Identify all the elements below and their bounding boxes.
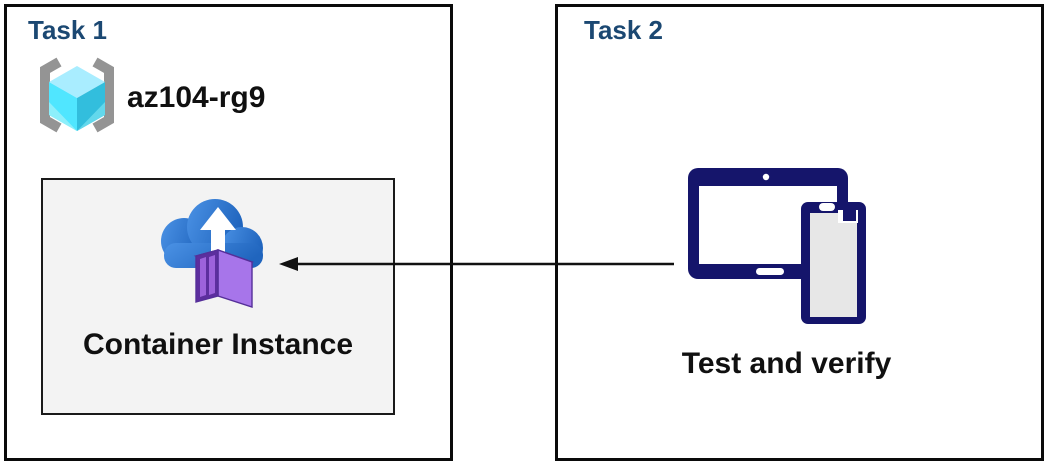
task2-title: Task 2 — [584, 15, 664, 45]
resource-group-icon — [33, 57, 121, 142]
task2-panel: Task 2 Test and verify — [555, 4, 1044, 461]
arrow-left-icon — [265, 248, 685, 280]
task1-panel: Task 1 az104-rg9 — [4, 4, 453, 461]
task1-title: Task 1 — [28, 15, 108, 45]
container-instance-label: Container Instance — [82, 328, 354, 361]
devices-icon — [686, 166, 870, 333]
upload-arrow-icon — [200, 207, 236, 257]
resource-group-name: az104-rg9 — [127, 81, 266, 114]
container-cube — [193, 249, 255, 308]
container-instance-box: Container Instance — [41, 178, 395, 415]
phone-icon — [801, 202, 866, 324]
container-instance-icon — [160, 196, 266, 319]
task2-caption: Test and verify — [681, 347, 892, 380]
